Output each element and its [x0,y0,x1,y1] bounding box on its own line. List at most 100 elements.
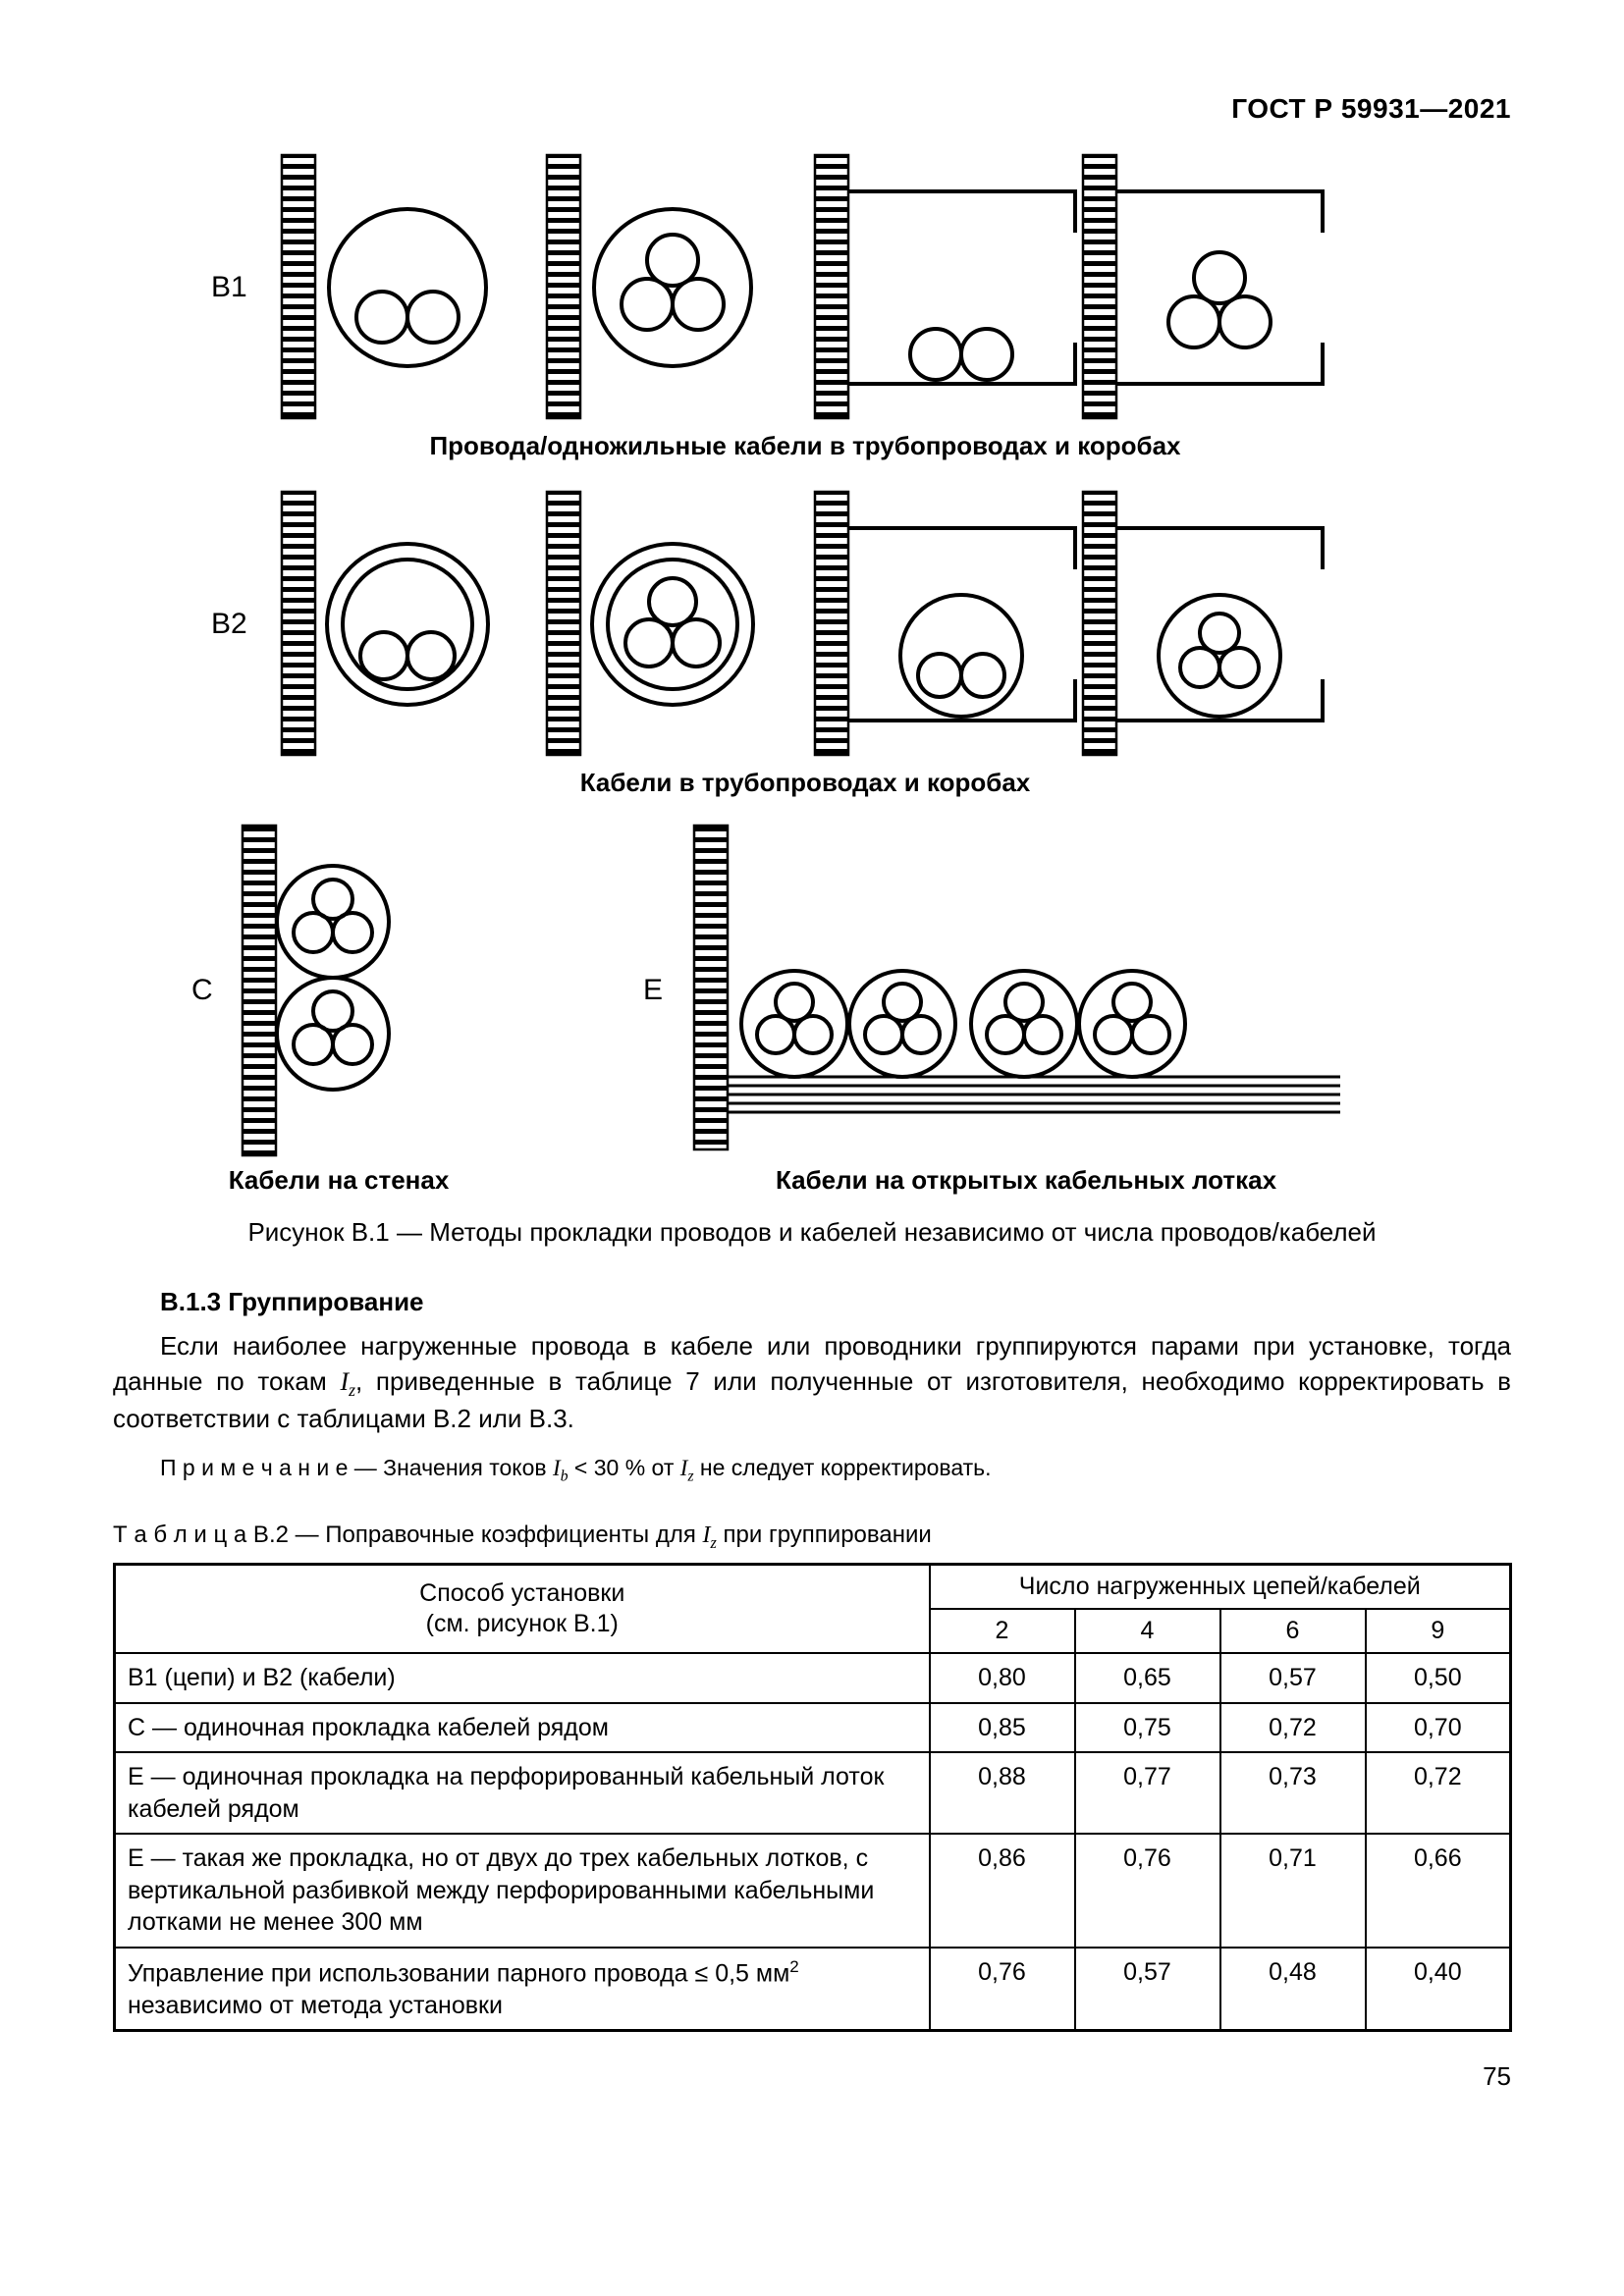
document-header: ГОСТ Р 59931—2021 [1231,93,1511,124]
figure-row-c-caption: Кабели на стенах [228,1165,450,1195]
b1-trunking-3-wires [1081,153,1325,420]
value-cell: 0,77 [1073,1751,1221,1836]
figure-row-b1: В1 [113,150,1511,425]
table-row: В1 (цепи) и В2 (кабели) 0,80 0,65 0,57 0… [113,1652,1512,1704]
value-cell: 0,72 [1364,1751,1512,1836]
table-caption-text: при группировании [716,1521,932,1548]
section-b13: В.1.3 Группирование Если наиболее нагруж… [113,1287,1511,1486]
figure-b1-block: В1 [113,150,1511,1248]
value-cell: 0,66 [1364,1833,1512,1949]
correction-factors-table: Способ установки (см. рисунок В.1) Число… [113,1562,1513,2033]
table-header-row-1: Способ установки (см. рисунок В.1) Число… [113,1563,1512,1655]
table-col-4: 4 [1073,1607,1221,1655]
c-wall-cables [241,824,391,1157]
e-diagram [692,824,1340,1151]
value-cell: 0,76 [1073,1833,1221,1949]
value-cell: 0,86 [928,1833,1076,1949]
table-header-group: Число нагруженных цепей/кабелей [928,1563,1512,1610]
table-caption-text: Т а б л и ц а В.2 — Поправочные коэффици… [113,1521,703,1548]
tray-cable-3 [969,969,1079,1079]
method-cell: Управление при использовании парного про… [113,1946,931,2032]
figure-row-b2: В2 [113,487,1511,762]
table-caption: Т а б л и ц а В.2 — Поправочные коэффици… [113,1522,1511,1553]
figure-row-e-caption: Кабели на открытых кабельных лотках [775,1165,1277,1195]
note-text: — Значения токов [348,1455,554,1481]
value-cell: 0,76 [928,1946,1076,2032]
table-header-method-line1: Способ установки [419,1578,625,1607]
figure-row-b2-label: В2 [211,608,247,640]
b2-diagram [280,490,1325,757]
value-cell: 0,85 [928,1701,1076,1754]
figure-row-b2-caption: Кабели в трубопроводах и коробах [579,768,1031,797]
table-col-2: 2 [928,1607,1076,1655]
note-paragraph: П р и м е ч а н и е — Значения токов Ib … [113,1455,1511,1486]
figure-row-b1-label: В1 [211,271,247,303]
value-cell: 0,71 [1218,1833,1367,1949]
table-col-6: 6 [1218,1607,1367,1655]
b2-conduit-3core-cable [545,490,755,757]
tray-cable-1 [739,969,849,1079]
current-subscript: b [560,1468,568,1485]
current-subscript: z [710,1532,717,1552]
b1-conduit-3-wires [545,153,753,420]
value-cell: 0,40 [1364,1946,1512,2032]
current-symbol: I [679,1456,688,1481]
value-cell: 0,72 [1218,1701,1367,1754]
figure-row-c-e-captions: Кабели на стенах Кабели на открытых кабе… [113,1165,1511,1196]
figure-row-c-label: С [191,974,213,1006]
b2-trunking-3core-cable [1081,490,1325,757]
current-symbol: I [553,1456,561,1481]
value-cell: 0,80 [928,1652,1076,1704]
current-subscript: z [349,1380,355,1401]
figure-row-c-e: С [113,824,1511,1157]
tray-cable-4 [1077,969,1187,1079]
note-text: не следует корректировать. [693,1455,992,1481]
table-header-method-line2: (см. рисунок В.1) [425,1609,619,1637]
cable-tray-lines [728,1075,1340,1114]
method-text: Управление при использовании парного про… [128,1959,790,1988]
table-row: Управление при использовании парного про… [113,1946,1512,2032]
current-subscript: z [687,1468,694,1485]
table-row: С — одиночная прокладка кабелей рядом 0,… [113,1701,1512,1754]
figure-caption: Рисунок В.1 — Методы прокладки проводов … [247,1217,1377,1247]
value-cell: 0,57 [1218,1652,1367,1704]
note-text: < 30 % от [568,1455,680,1481]
value-cell: 0,73 [1218,1751,1367,1836]
current-symbol: I [702,1522,711,1548]
note-label: П р и м е ч а н и е [160,1455,349,1481]
section-heading: В.1.3 Группирование [160,1287,424,1316]
b2-trunking-2core-cable [813,490,1077,757]
method-cell: С — одиночная прокладка кабелей рядом [113,1701,931,1754]
value-cell: 0,57 [1073,1946,1221,2032]
section-paragraph: Если наиболее нагруженные провода в кабе… [113,1329,1511,1437]
tray-cable-2 [847,969,957,1079]
table-row: Е — такая же прокладка, но от двух до тр… [113,1833,1512,1949]
e-tray-cables [692,824,1340,1151]
figure-row-e-label: Е [643,974,664,1006]
b1-diagram [280,153,1325,420]
method-cell: В1 (цепи) и В2 (кабели) [113,1652,931,1704]
table-header-row-2: 2 4 6 9 [115,1607,1512,1655]
value-cell: 0,50 [1364,1652,1512,1704]
value-cell: 0,48 [1218,1946,1367,2032]
paragraph-text: Если наиболее нагруженные провода в кабе… [113,1331,1511,1396]
value-cell: 0,88 [928,1751,1076,1836]
method-text: независимо от метода установки [128,1991,503,2019]
table-col-9: 9 [1364,1607,1512,1655]
value-cell: 0,65 [1073,1652,1221,1704]
method-cell: Е — такая же прокладка, но от двух до тр… [113,1833,931,1949]
b1-conduit-2-wires [280,153,488,420]
table-header-method: Способ установки (см. рисунок В.1) [113,1563,931,1655]
table-row: Е — одиночная прокладка на перфорированн… [113,1751,1512,1836]
paragraph-text: , приведенные в таблице 7 или полученные… [113,1365,1511,1434]
figure-row-b1-caption: Провода/одножильные кабели в трубопровод… [429,431,1181,460]
superscript-2: 2 [789,1956,799,1976]
page-number: 75 [1483,2061,1511,2092]
value-cell: 0,70 [1364,1701,1512,1754]
b1-trunking-2-wires [813,153,1077,420]
b2-conduit-2core-cable [280,490,490,757]
current-symbol: I [340,1366,350,1396]
c-diagram [241,824,391,1157]
method-cell: Е — одиночная прокладка на перфорированн… [113,1751,931,1836]
